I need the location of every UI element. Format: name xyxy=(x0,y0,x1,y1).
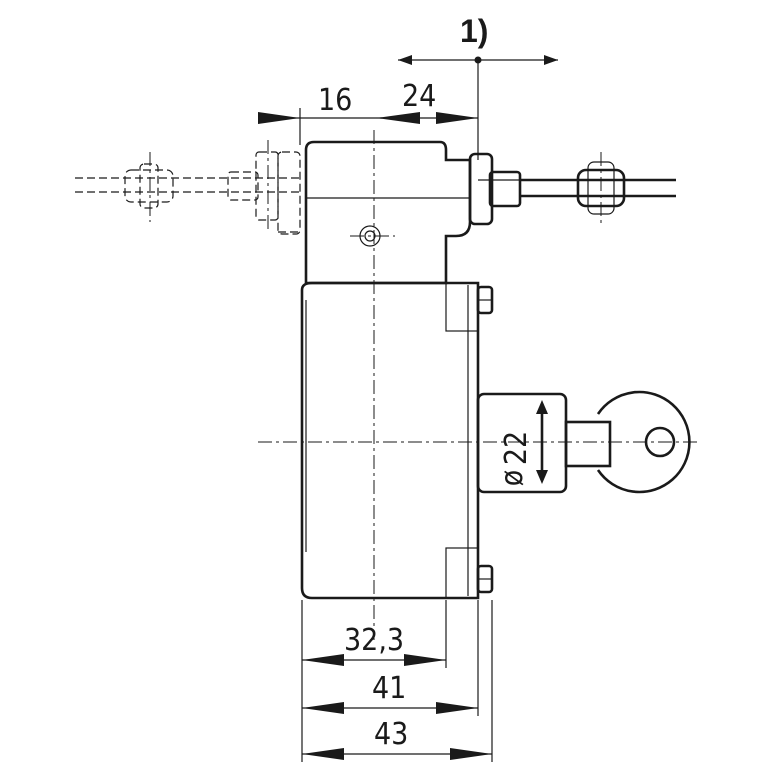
cable-right xyxy=(468,152,676,226)
key-hole-icon xyxy=(644,426,676,458)
cover-screw-bottom xyxy=(445,547,479,599)
dim-16-label: 16 xyxy=(318,83,352,118)
dim-32-3-label: 32,3 xyxy=(344,623,404,658)
note-1-arrow-left xyxy=(398,55,412,65)
switch-body xyxy=(258,130,700,640)
key-bow-icon xyxy=(596,390,691,494)
diameter-symbol: ø xyxy=(495,470,530,487)
switch-head xyxy=(304,140,472,285)
dim-24-arrow-right xyxy=(436,112,478,124)
cable-left-dashed xyxy=(75,140,301,235)
top-dimensions: 16 24 xyxy=(258,79,478,145)
dim-24-arrow-left xyxy=(376,112,420,124)
key-shaft xyxy=(564,420,612,468)
note-1-arrow-right xyxy=(544,55,558,65)
dim-24-label: 24 xyxy=(402,79,436,114)
note-1-label: 1) xyxy=(460,13,488,49)
key-lock: 22 ø xyxy=(476,390,691,494)
bottom-dimensions: 32,3 41 43 xyxy=(301,600,493,762)
cover-screw-top xyxy=(445,282,479,332)
dim-16-arrow xyxy=(258,112,300,124)
dim-43-label: 43 xyxy=(374,717,408,752)
dim-diameter-22-label: 22 xyxy=(499,431,534,465)
note-1-marker: 1) xyxy=(398,13,558,160)
dim-41-label: 41 xyxy=(372,671,406,706)
